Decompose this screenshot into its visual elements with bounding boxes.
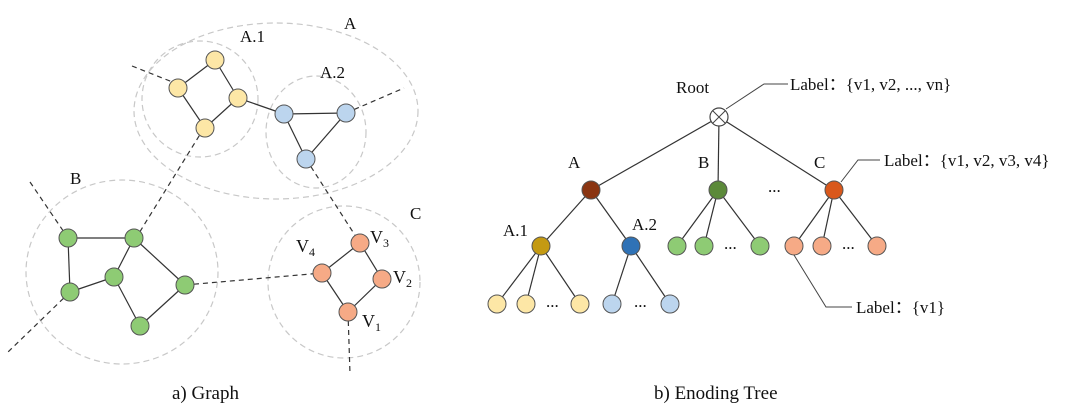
ellipsis: ... — [768, 177, 781, 196]
edge-dashed — [345, 87, 405, 114]
graph-node-orange — [338, 302, 358, 322]
region-b — [25, 179, 219, 365]
region-a1 — [141, 40, 259, 158]
tree-leaf-orange — [867, 236, 887, 256]
region-label-a1: A.1 — [240, 27, 265, 46]
edge-dashed — [29, 181, 69, 239]
graph-caption: a) Graph — [172, 383, 239, 404]
graph-node-green — [104, 267, 124, 287]
tree-leaf-yellow — [487, 294, 507, 314]
vertex-label-v1: V1 — [362, 311, 381, 334]
graph-node-yellow — [168, 78, 188, 98]
tree-node-b — [708, 180, 728, 200]
graph-node-orange — [372, 269, 392, 289]
edge-dashed — [305, 158, 361, 244]
tree-root-label: Root — [676, 78, 709, 97]
tree-leaf-green — [750, 236, 770, 256]
label-callout-leaf: Label：{v1} — [856, 298, 945, 317]
tree-leaf-green — [667, 236, 687, 256]
tree-leaf-blue — [602, 294, 622, 314]
tree-node-a1 — [531, 236, 551, 256]
tree-leaf-yellow — [570, 294, 590, 314]
tree-label-a: A — [568, 153, 581, 172]
graph-node-green — [130, 316, 150, 336]
tree-label-c: C — [814, 153, 825, 172]
graph-node-green — [124, 228, 144, 248]
tree-leaf-green — [694, 236, 714, 256]
vertex-label-v3: V3 — [370, 227, 389, 250]
vertex-label-v4: V4 — [296, 236, 315, 259]
tree-node-a2 — [621, 236, 641, 256]
ellipsis: ... — [634, 292, 647, 311]
tree-root-node — [709, 107, 729, 127]
tree-label-a1: A.1 — [503, 221, 528, 240]
tree-leaf-yellow — [516, 294, 536, 314]
region-a — [133, 22, 419, 200]
graph-panel: A A.1 A.2 B C V4 V3 V2 V1 a) Graph — [7, 14, 421, 404]
ellipsis: ... — [546, 292, 559, 311]
tree-label-b: B — [698, 153, 709, 172]
region-label-c: C — [410, 204, 421, 223]
label-callout-c: Label：{v1, v2, v3, v4} — [884, 151, 1050, 170]
tree-edges — [496, 116, 878, 305]
label-callout-root: Label：{v1, v2, ..., vn} — [790, 75, 951, 94]
callout-line-root — [725, 83, 788, 110]
graph-node-orange — [350, 233, 370, 253]
region-label-a2: A.2 — [320, 63, 345, 82]
region-a2 — [265, 75, 367, 189]
edge-dashed — [135, 127, 205, 239]
region-label-b: B — [70, 169, 81, 188]
tree-node-a — [581, 180, 601, 200]
graph-node-orange — [312, 263, 332, 283]
graph-node-blue — [336, 103, 356, 123]
region-c — [267, 205, 421, 359]
tree-leaf-orange — [812, 236, 832, 256]
callout-line-leaf — [793, 254, 852, 308]
edge-dashed — [347, 311, 351, 375]
graph-node-blue — [296, 149, 316, 169]
callout-line-c — [840, 159, 880, 183]
graph-node-yellow — [195, 118, 215, 138]
tree-leaf-blue — [660, 294, 680, 314]
ellipsis: ... — [724, 234, 737, 253]
ellipsis: ... — [842, 234, 855, 253]
tree-caption: b) Enoding Tree — [654, 383, 778, 404]
region-label-a: A — [344, 14, 357, 33]
edge-dashed — [184, 272, 323, 286]
graph-node-yellow — [205, 50, 225, 70]
graph-node-green — [175, 275, 195, 295]
graph-node-green — [60, 282, 80, 302]
graph-node-blue — [274, 104, 294, 124]
tree-label-a2: A.2 — [632, 215, 657, 234]
graph-node-green — [58, 228, 78, 248]
vertex-label-v2: V2 — [393, 267, 412, 290]
tree-panel: ... ... ... ... ... Root A B C A.1 A.2 L… — [487, 75, 1050, 404]
tree-node-c — [824, 180, 844, 200]
graph-node-yellow — [228, 88, 248, 108]
tree-leaf-orange — [784, 236, 804, 256]
